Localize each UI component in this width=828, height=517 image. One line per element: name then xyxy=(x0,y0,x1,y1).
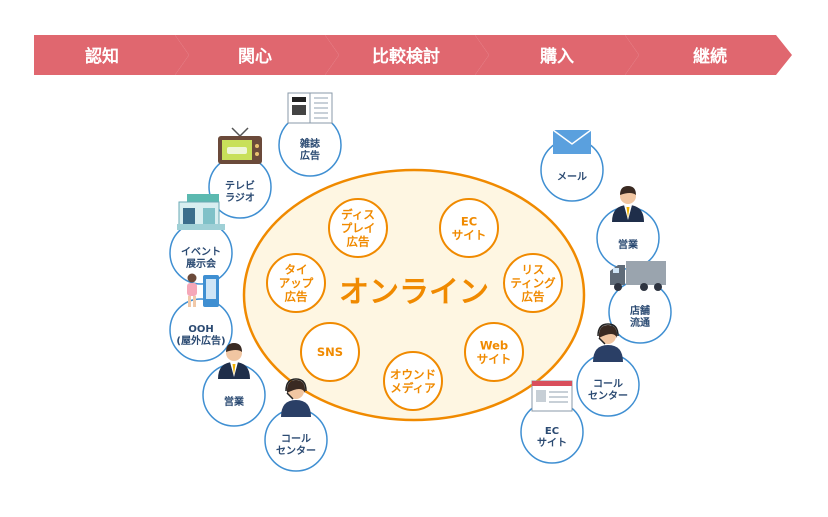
online-center-label: オンライン xyxy=(339,275,489,310)
offline-channel-label: 営業 xyxy=(224,395,245,408)
offline-channel-label: 展示会 xyxy=(186,257,216,270)
online-channel-label: EC xyxy=(461,214,477,228)
stage-chevron-interest: 関心 xyxy=(175,35,339,75)
magazine-icon xyxy=(287,92,333,124)
online-channel-label: アップ xyxy=(279,276,314,290)
online-channel-circle xyxy=(266,253,326,313)
offline-channel-right-0: メール xyxy=(540,129,604,202)
online-channel-label: ディス xyxy=(341,208,375,222)
online-channel-4: SNS xyxy=(300,322,360,382)
truck-icon xyxy=(610,261,666,291)
online-channel-label: 広告 xyxy=(285,290,308,304)
online-channel-label: メディア xyxy=(390,381,436,395)
tv-icon xyxy=(218,127,262,164)
stage-chevron-retention: 継続 xyxy=(625,35,792,75)
online-channel-group: ディスプレイ広告ECサイトタイアップ広告リスティング広告SNSオウンドメディアW… xyxy=(266,198,563,411)
online-channel-circle xyxy=(300,322,360,382)
offline-channel-left-4: 営業 xyxy=(202,343,266,427)
stage-label-awareness: 認知 xyxy=(85,46,119,67)
online-channel-label: ティング xyxy=(510,276,556,290)
offline-channel-circle xyxy=(169,298,233,362)
online-channel-circle xyxy=(503,253,563,313)
online-channel-label: SNS xyxy=(317,345,343,359)
web-page-icon xyxy=(531,380,573,412)
offline-channel-label: ラジオ xyxy=(225,192,255,204)
offline-channel-label: OOH xyxy=(188,324,213,335)
offline-channel-label: テレビ xyxy=(225,179,255,192)
offline-channel-label: 流通 xyxy=(630,316,650,329)
online-channel-label: サイト xyxy=(452,228,487,242)
stage-label-comparison: 比較検討 xyxy=(372,46,440,67)
offline-channel-label: 広告 xyxy=(300,149,320,162)
offline-channel-right-1: 営業 xyxy=(596,186,660,270)
online-channel-label: サイト xyxy=(477,352,512,366)
offline-channel-label: コール xyxy=(593,379,623,390)
stage-chevron-awareness: 認知 xyxy=(34,35,189,75)
event-booth-icon xyxy=(177,194,225,230)
online-channel-label: Web xyxy=(480,338,508,352)
offline-channel-label: コール xyxy=(281,434,311,445)
online-channel-label: リス xyxy=(522,263,545,277)
journey-stage-band: 認知 関心 比較検討 購入 継続 xyxy=(34,35,792,75)
online-channel-label: 広告 xyxy=(347,235,370,249)
offline-channel-label: サイト xyxy=(537,437,567,449)
operator-icon xyxy=(593,323,623,362)
offline-channel-label: 雑誌 xyxy=(299,137,320,150)
offline-channel-label: 店舗 xyxy=(630,304,650,317)
offline-channel-left-3: OOH(屋外広告) xyxy=(169,273,233,362)
stage-chevron-comparison: 比較検討 xyxy=(325,35,489,75)
stage-label-retention: 継続 xyxy=(693,46,727,67)
online-channel-circle xyxy=(328,198,388,258)
online-channel-label: プレイ xyxy=(341,221,376,235)
online-channel-circle xyxy=(439,198,499,258)
online-channel-circle xyxy=(383,351,443,411)
offline-channel-label: センター xyxy=(276,445,316,457)
offline-channel-label: EC xyxy=(545,426,559,437)
salesperson-icon xyxy=(612,186,644,222)
offline-channel-label: イベント xyxy=(181,246,221,258)
mail-icon xyxy=(552,129,592,154)
stage-label-purchase: 購入 xyxy=(540,46,574,67)
online-channel-label: タイ xyxy=(285,263,308,277)
offline-channel-label: メール xyxy=(557,171,587,183)
offline-channel-label: (屋外広告) xyxy=(176,334,225,347)
stage-label-interest: 関心 xyxy=(238,47,272,67)
stage-chevron-purchase: 購入 xyxy=(475,35,639,75)
operator-icon xyxy=(281,378,311,417)
offline-channel-label: センター xyxy=(588,390,628,402)
offline-channel-label: 営業 xyxy=(618,238,639,251)
online-channel-label: オウンド xyxy=(390,367,436,381)
online-channel-label: 広告 xyxy=(522,290,545,304)
online-channel-circle xyxy=(464,322,524,382)
signage-icon xyxy=(187,273,219,307)
salesperson-icon xyxy=(218,343,250,379)
